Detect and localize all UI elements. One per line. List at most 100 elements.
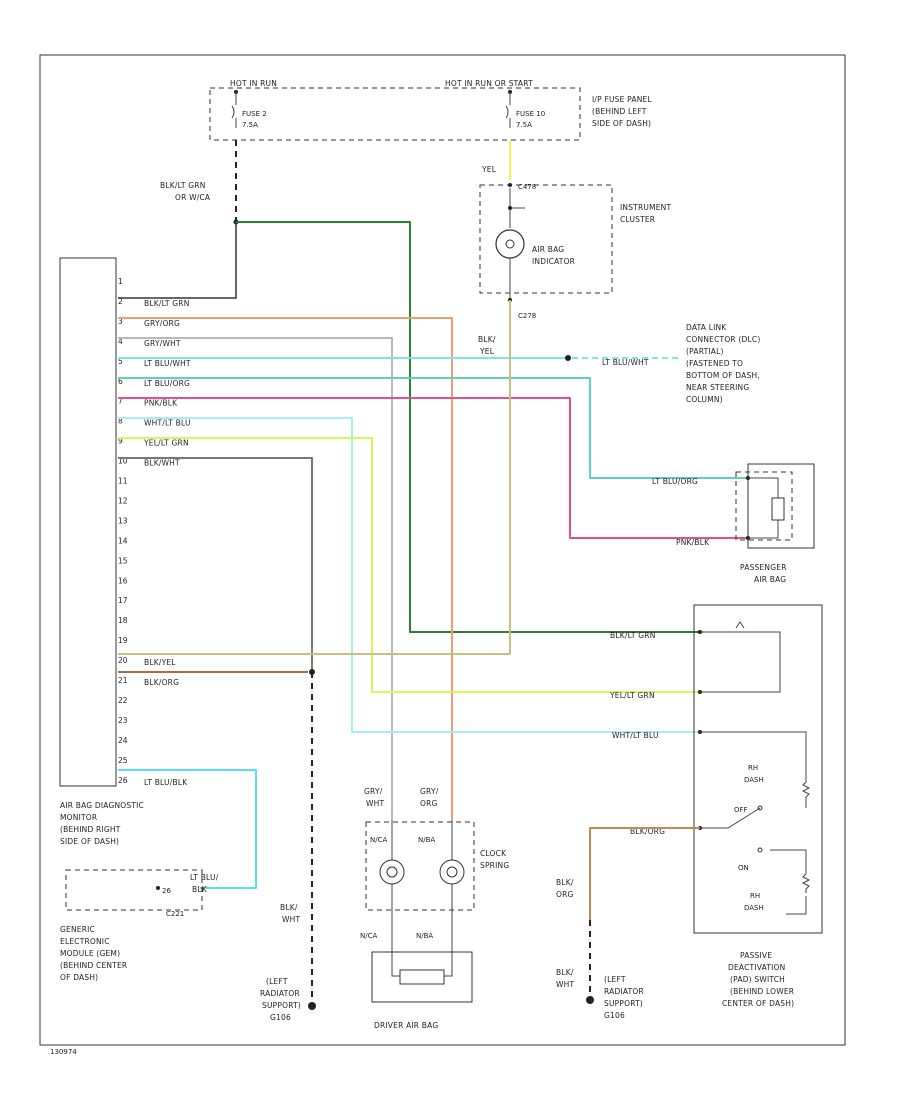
- module-wire-label: LT BLU/ORG: [144, 379, 190, 388]
- passenger-name-2: AIR BAG: [754, 575, 786, 584]
- g1-wire-2: WHT: [282, 915, 300, 924]
- dlc-name-5: BOTTOM OF DASH,: [686, 371, 760, 380]
- pad-wire-2: YEL/LT GRN: [609, 691, 655, 700]
- module-pin-23: 23: [118, 716, 128, 725]
- clock-name-1: CLOCK: [480, 849, 507, 858]
- g1-name-4: G106: [270, 1013, 291, 1022]
- fuse-panel-outline: [209, 87, 581, 141]
- drv-w2a: GRY/: [420, 787, 439, 796]
- fuse-panel-name-3: SIDE OF DASH): [592, 119, 651, 128]
- pad-name-2: DEACTIVATION: [728, 963, 785, 972]
- module-wire-label: GRY/WHT: [144, 339, 181, 348]
- module-pin-22: 22: [118, 696, 128, 705]
- module-name-1: AIR BAG DIAGNOSTIC: [60, 801, 144, 810]
- pad-pos3b: RH: [750, 892, 760, 900]
- g2-wire-2: ORG: [556, 890, 574, 899]
- module-pin-17: 17: [118, 596, 128, 605]
- wire-blk-wht: [118, 457, 313, 672]
- g2-name-1: (LEFT: [604, 975, 626, 984]
- wire-wht-lt-blu: [118, 417, 700, 733]
- g2-name-4: G106: [604, 1011, 625, 1020]
- g2-name-3: SUPPORT): [604, 999, 643, 1008]
- gem-name-1: GENERIC: [60, 925, 95, 934]
- gem-name-4: (BEHIND CENTER: [60, 961, 127, 970]
- splice-wire-label-1: BLK/LT GRN: [160, 181, 206, 190]
- module-pin-list: 1234567891011121314151617181920212223242…: [118, 277, 128, 785]
- module-wire-label: LT BLU/WHT: [144, 359, 191, 368]
- cluster-name-1: INSTRUMENT: [620, 203, 671, 212]
- module-pin-24: 24: [118, 736, 128, 745]
- passenger-air-bag: [747, 463, 815, 549]
- module-wire-label: PNK/BLK: [144, 399, 178, 408]
- drv-w1b: WHT: [366, 799, 384, 808]
- c478-label: C478: [518, 183, 536, 191]
- module-pin-14: 14: [118, 536, 128, 545]
- drv-c4: N/BA: [416, 932, 433, 940]
- g3-wire-2: WHT: [556, 980, 574, 989]
- module-pin-3: 3: [118, 317, 123, 326]
- module-pin-6: 6: [118, 377, 123, 386]
- wire-blk-yel: [118, 300, 511, 655]
- clock-name-2: SPRING: [480, 861, 509, 870]
- dlc-wire-label: LT BLU/WHT: [602, 358, 649, 367]
- fuse-panel-name-1: I/P FUSE PANEL: [592, 95, 652, 104]
- pad-wire-3: WHT/LT BLU: [612, 731, 659, 740]
- airbag-indicator-lamp: [495, 229, 525, 259]
- module-pin-2: 2: [118, 297, 123, 306]
- ground-g106-right: [586, 996, 594, 1004]
- fuse10-label: FUSE 10: [516, 110, 545, 118]
- module-name-2: MONITOR: [60, 813, 97, 822]
- drv-w2b: ORG: [420, 799, 438, 808]
- dlc-name-3: (PARTIAL): [686, 347, 724, 356]
- clock-spring-coil-left: [379, 859, 405, 885]
- wire-lt-blu-blk: [118, 769, 257, 889]
- drv-c1: N/CA: [370, 836, 387, 844]
- module-pin-21: 21: [118, 676, 128, 685]
- pad-pos1b: DASH: [744, 776, 764, 784]
- module-pin-26: 26: [118, 776, 128, 785]
- g3-wire-1: BLK/: [556, 968, 574, 977]
- wire-blk-lt-grn: [236, 221, 700, 633]
- indicator-label-1: AIR BAG: [532, 245, 564, 254]
- pad-ground-wire: [589, 827, 700, 920]
- c278-label: C278: [518, 312, 536, 320]
- module-wire-label: BLK/YEL: [144, 658, 176, 667]
- cluster-name-2: CLUSTER: [620, 215, 655, 224]
- dlc-name-2: CONNECTOR (DLC): [686, 335, 760, 344]
- drv-w1a: GRY/: [364, 787, 383, 796]
- ground-g106-left: [308, 1002, 316, 1010]
- module-pin-9: 9: [118, 437, 123, 446]
- wire-gry-wht: [118, 337, 393, 820]
- pad-name-5: CENTER OF DASH): [722, 999, 794, 1008]
- module-pin-11: 11: [118, 477, 128, 486]
- module-pin-25: 25: [118, 756, 128, 765]
- fuse-panel-name-2: (BEHIND LEFT: [592, 107, 647, 116]
- g1-name-2: RADIATOR: [260, 989, 300, 998]
- dlc-name-4: (FASTENED TO: [686, 359, 743, 368]
- gem-name-3: MODULE (GEM): [60, 949, 120, 958]
- figure-id: 130974: [50, 1048, 77, 1056]
- dlc-name-6: NEAR STEERING: [686, 383, 749, 392]
- gem-wire-1: LT BLU/: [190, 873, 219, 882]
- module-wire-label: BLK/WHT: [144, 459, 180, 468]
- gem-pin: 26: [162, 887, 171, 895]
- fuse2-amp: 7.5A: [242, 121, 258, 129]
- module-pin-19: 19: [118, 636, 128, 645]
- driver-airbag-name: DRIVER AIR BAG: [374, 1021, 438, 1030]
- gem-conn: C221: [166, 910, 184, 918]
- wire-pnk-blk: [118, 397, 748, 539]
- pad-name-3: (PAD) SWITCH: [730, 975, 785, 984]
- g1-name-3: SUPPORT): [262, 1001, 301, 1010]
- g1-name-1: (LEFT: [266, 977, 288, 986]
- gem-name-2: ELECTRONIC: [60, 937, 110, 946]
- module-pin-13: 13: [118, 516, 128, 525]
- gem-name-5: OF DASH): [60, 973, 98, 982]
- pad-name-4: (BEHIND LOWER: [730, 987, 794, 996]
- cluster-out-wire-1: BLK/: [478, 335, 496, 344]
- pad-pos3: ON: [738, 864, 749, 872]
- module-name-4: SIDE OF DASH): [60, 837, 119, 846]
- module-wire-label: BLK/LT GRN: [144, 299, 190, 308]
- dlc-name-7: COLUMN): [686, 395, 723, 404]
